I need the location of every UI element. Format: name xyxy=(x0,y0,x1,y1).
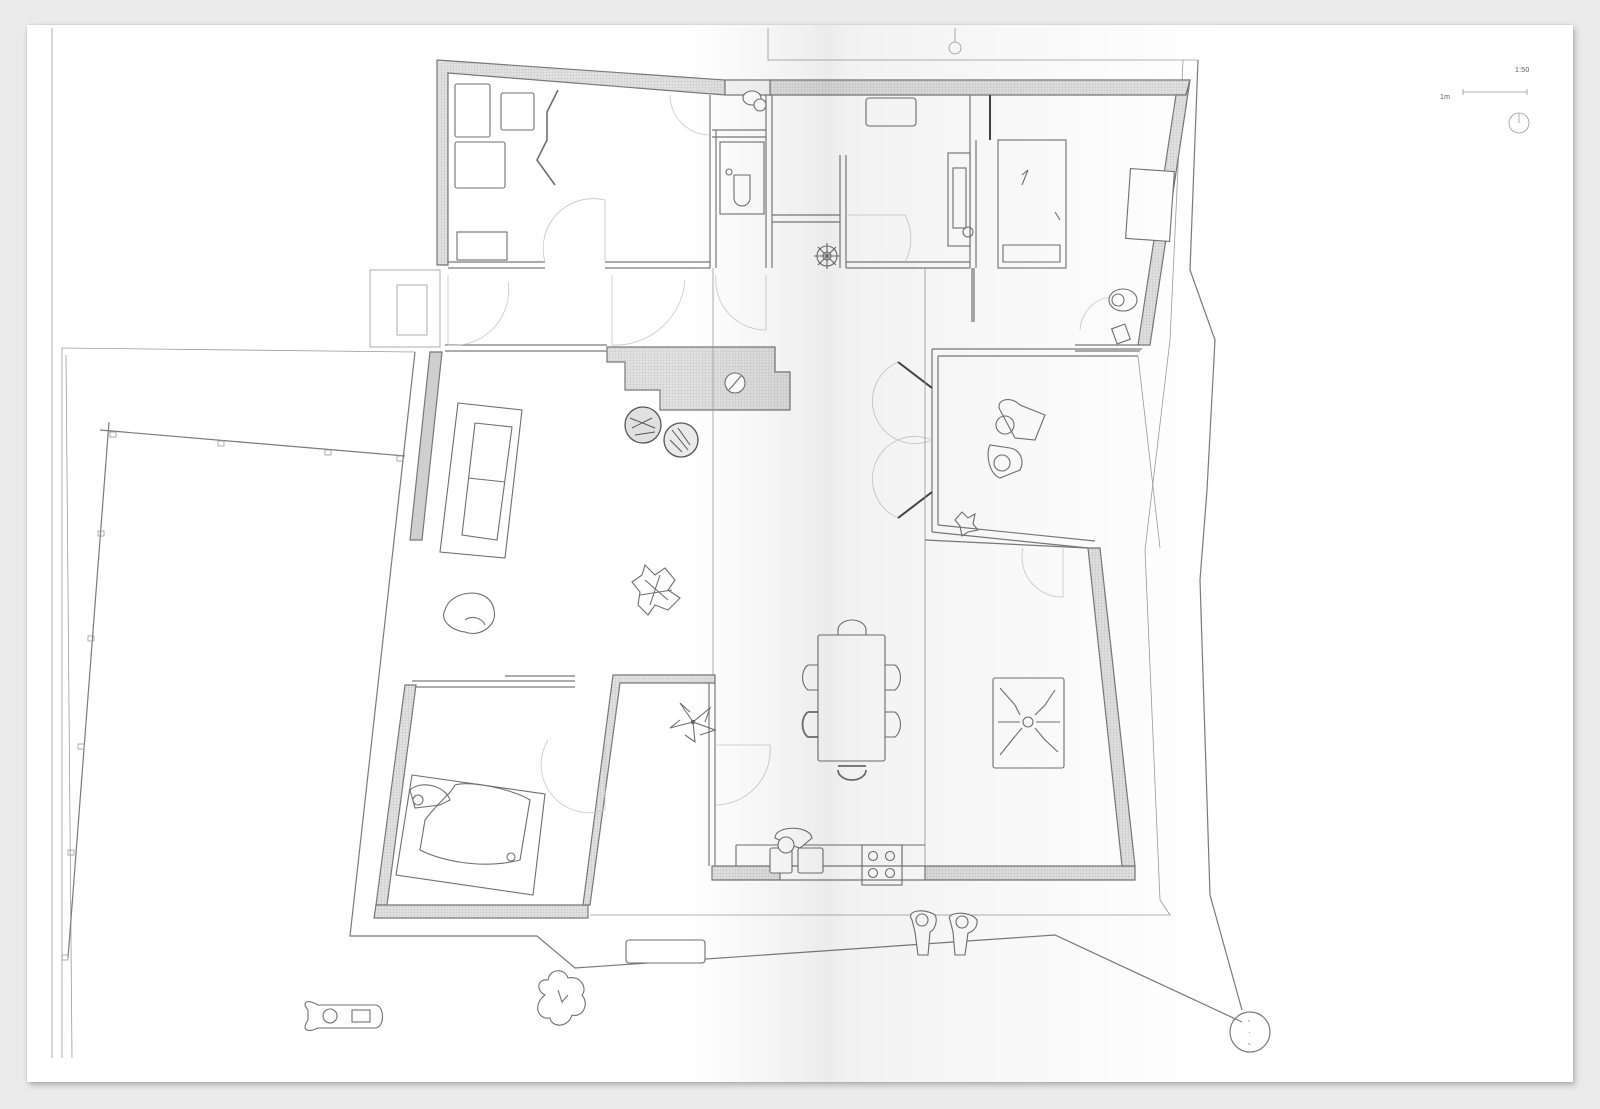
armchairs-with-people-icon xyxy=(987,399,1046,479)
toilet-icon xyxy=(719,90,767,215)
plant-icon xyxy=(631,563,681,616)
scale-ratio-label: 1:50 xyxy=(1515,67,1530,74)
floor-plan xyxy=(51,28,1530,1059)
double-bed-with-people-icon xyxy=(395,774,546,896)
two-people-icon xyxy=(910,910,978,956)
fireplace-icon xyxy=(724,372,746,394)
log-basket-icon xyxy=(624,406,699,458)
magazine-spread: 1:50 1m xyxy=(27,25,1573,1082)
scale-bar-label: 1m xyxy=(1440,94,1451,101)
storage-furniture xyxy=(454,83,559,261)
door-swings xyxy=(447,94,1131,814)
entry-box xyxy=(369,269,441,348)
desk xyxy=(1125,167,1175,243)
garden-bench xyxy=(625,939,706,964)
ride-on-mower-icon xyxy=(304,1001,384,1031)
garden-fence xyxy=(61,421,406,961)
single-bed-icon xyxy=(997,139,1067,269)
north-arrow-icon xyxy=(1508,112,1530,134)
site-boundary xyxy=(51,28,1198,1059)
person-in-chair-icon xyxy=(1108,288,1138,345)
terrace-outline xyxy=(349,59,1271,1053)
sofa-icon xyxy=(439,402,523,559)
entry-mat xyxy=(396,284,428,336)
person-cooking-icon xyxy=(774,827,813,854)
tree-icon xyxy=(537,970,586,1026)
leaf-plant-icon xyxy=(954,511,980,537)
shower-wheel-icon xyxy=(814,243,840,269)
bathtub-icon xyxy=(865,97,974,247)
rug-icon xyxy=(992,677,1065,769)
beanbag-icon xyxy=(443,592,496,634)
scale-bar xyxy=(1462,89,1528,95)
dining-table-icon xyxy=(801,619,902,781)
potted-plant-icon xyxy=(669,702,717,744)
